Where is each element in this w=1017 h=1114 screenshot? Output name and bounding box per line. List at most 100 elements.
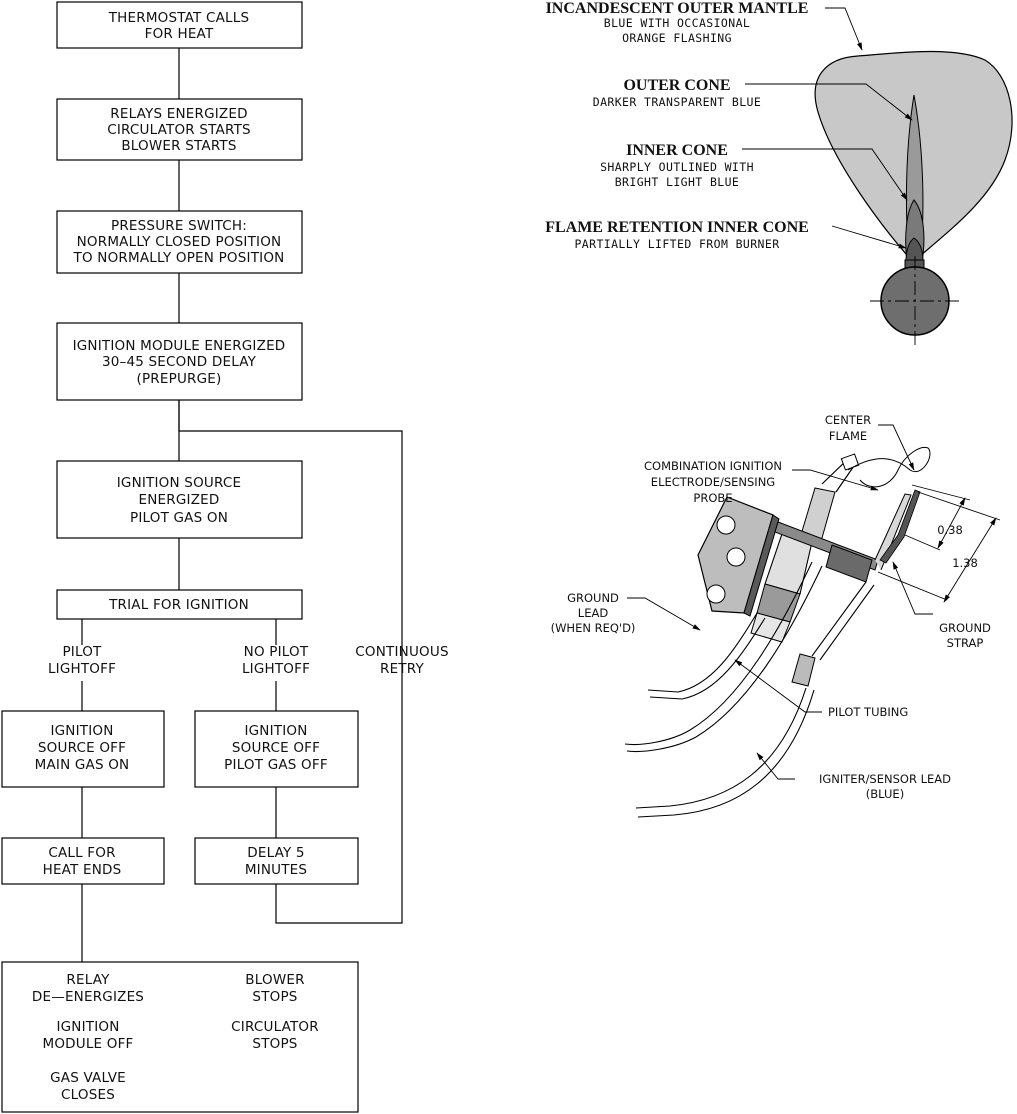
electrode-clip <box>840 453 860 471</box>
bracket-hole <box>716 515 736 535</box>
outer-cone-title: OUTER CONE <box>623 77 730 94</box>
main-gas-line: IGNITION <box>50 723 113 739</box>
retention-desc: PARTIALLY LIFTED FROM BURNER <box>574 237 779 251</box>
ground-strap-leader <box>892 561 933 615</box>
source-line: PILOT GAS ON <box>130 510 228 526</box>
flame-diagram: INCANDESCENT OUTER MANTLE BLUE WITH OCCA… <box>545 0 1013 345</box>
probe-line: ELECTRODE/SENSING <box>651 475 775 489</box>
pilot-off-line: PILOT GAS OFF <box>224 757 328 773</box>
outer-mantle-desc: BLUE WITH OCCASIONAL <box>604 16 750 30</box>
pilot-tubing-leader <box>734 659 822 713</box>
trial-label: TRIAL FOR IGNITION <box>108 597 249 613</box>
sensor-lead-text: (BLUE) <box>866 787 904 801</box>
delay-line: DELAY 5 <box>247 845 304 861</box>
blower-line: STOPS <box>252 989 297 1005</box>
thermostat-line: FOR HEAT <box>145 26 214 42</box>
ground-strap-text: GROUND <box>939 621 991 635</box>
inner-cone-desc: BRIGHT LIGHT BLUE <box>615 175 740 189</box>
ground-strap-text: STRAP <box>947 636 984 650</box>
pilot-tubing-line <box>626 565 823 752</box>
retry-line: RETRY <box>380 661 424 677</box>
pilot-off-line: IGNITION <box>244 723 307 739</box>
center-flame-leader <box>878 424 915 471</box>
no-pilot-line: NO PILOT <box>244 644 309 660</box>
relays-line: RELAYS ENERGIZED <box>110 106 247 122</box>
center-flame-line: CENTER <box>825 413 871 427</box>
thermostat-line: THERMOSTAT CALLS <box>108 10 250 26</box>
main-gas-line: MAIN GAS ON <box>35 757 130 773</box>
sensor-lead-line <box>811 581 867 657</box>
svg-text:PRESSURE SWITCH:NORMALLY CLOSE: PRESSURE SWITCH:NORMALLY CLOSED POSITION… <box>73 218 285 266</box>
pressure-line: PRESSURE SWITCH: <box>111 218 247 234</box>
pilot-lightoff-line: PILOT <box>62 644 102 660</box>
dim-large-line <box>943 517 997 603</box>
source-line: IGNITION SOURCE <box>117 475 242 491</box>
module-line: 30–45 SECOND DELAY <box>102 354 257 370</box>
outer-cone-leader <box>745 83 913 121</box>
ground-lead-line <box>649 617 766 700</box>
circulator-line: CIRCULATOR <box>231 1019 319 1035</box>
ground-lead-line <box>647 612 758 693</box>
ground-lead-text: (WHEN REQ'D) <box>551 621 636 635</box>
dim-extension <box>917 491 1001 521</box>
outer-mantle-title: INCANDESCENT OUTER MANTLE <box>546 0 809 17</box>
relay-line: DE—ENERGIZES <box>32 989 144 1005</box>
svg-text:IGNITER/SENSOR LEAD(BLUE): IGNITER/SENSOR LEAD(BLUE) <box>819 772 951 801</box>
dim-small-value: 0.38 <box>937 523 963 537</box>
outer-mantle-desc: ORANGE FLASHING <box>622 31 732 45</box>
relays-line: CIRCULATOR STARTS <box>107 122 251 138</box>
retention-leader <box>831 225 907 249</box>
module-off-line: IGNITION <box>56 1019 119 1035</box>
probe-leader <box>792 469 879 491</box>
module-line: IGNITION MODULE ENERGIZED <box>73 338 286 354</box>
sensor-lead-sleeve <box>791 653 816 687</box>
inner-cone-leader <box>742 148 908 201</box>
relays-line: BLOWER STARTS <box>121 138 236 154</box>
call-ends-line: CALL FOR <box>48 845 115 861</box>
ground-strap-shape <box>879 489 921 564</box>
probe-line: PROBE <box>693 491 732 505</box>
module-off-line: MODULE OFF <box>42 1036 133 1052</box>
retention-title: FLAME RETENTION INNER CONE <box>545 219 809 236</box>
inner-cone-title: INNER CONE <box>626 142 728 159</box>
dim-extension <box>904 534 941 551</box>
call-ends-line: HEAT ENDS <box>43 862 122 878</box>
bracket-edge <box>743 514 780 617</box>
outer-cone-desc: DARKER TRANSPARENT BLUE <box>593 95 761 109</box>
sensor-lead-line <box>635 687 807 809</box>
probe-line: COMBINATION IGNITION <box>644 459 782 473</box>
sensor-lead-text: IGNITER/SENSOR LEAD <box>819 772 951 786</box>
ground-lead-text: LEAD <box>578 606 609 620</box>
pilot-lightoff-line: LIGHTOFF <box>48 661 116 677</box>
pressure-line: TO NORMALLY OPEN POSITION <box>73 250 285 266</box>
pilot-tubing-line <box>624 561 813 745</box>
blower-line: BLOWER <box>245 972 304 988</box>
flowchart-connectors <box>81 48 403 962</box>
trial-for-ignition-box: TRIAL FOR IGNITION <box>56 589 303 620</box>
no-pilot-line: LIGHTOFF <box>242 661 310 677</box>
outer-mantle-leader <box>825 7 863 51</box>
